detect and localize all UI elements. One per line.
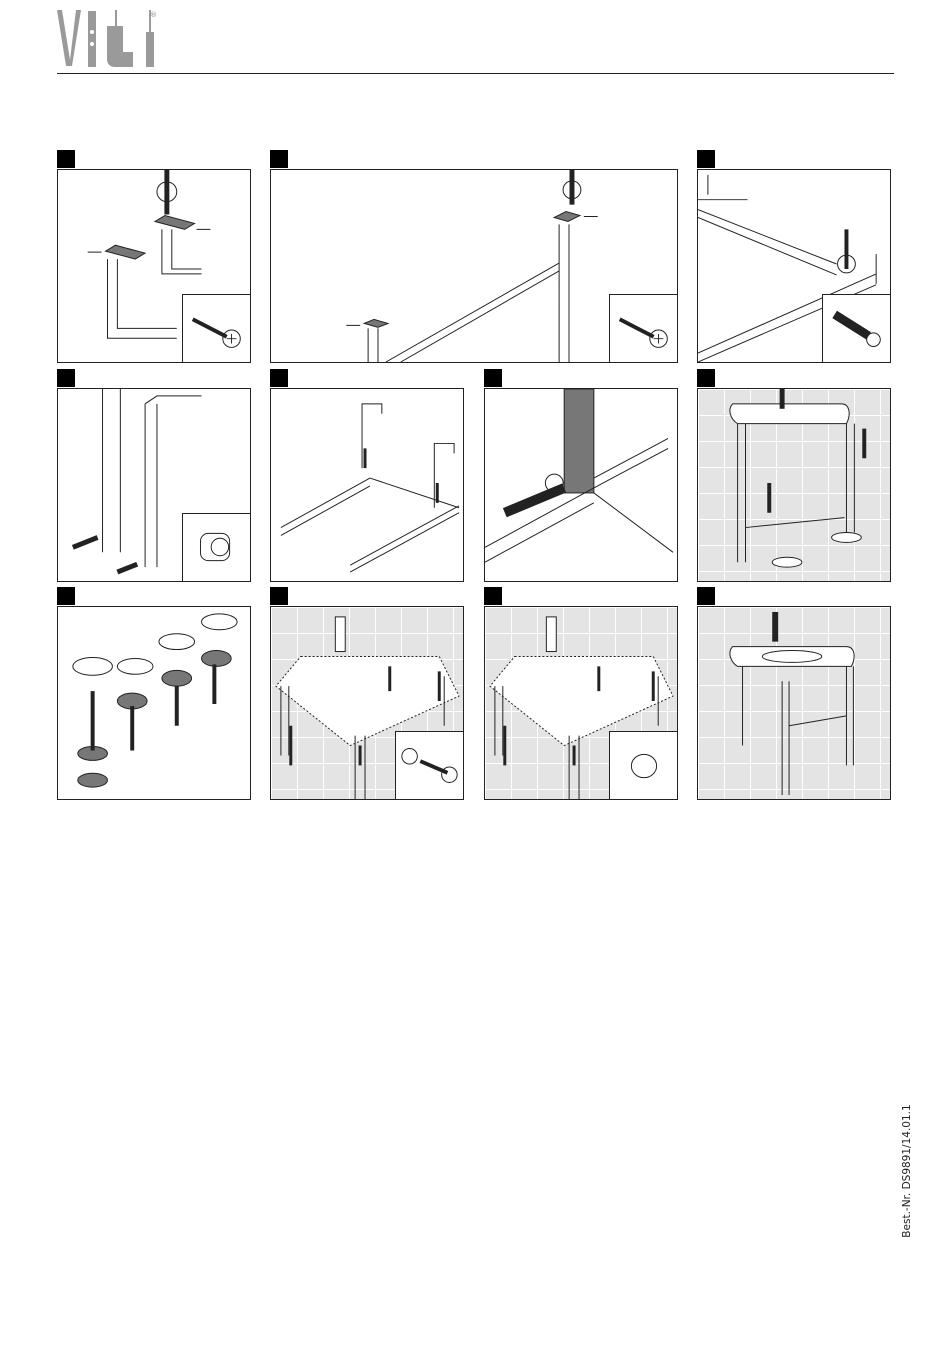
step-panel: [57, 388, 251, 582]
dowel-icon-inset: [822, 294, 890, 362]
step-panel: [484, 606, 678, 800]
step-marker: [57, 369, 75, 387]
frame-illustration: [346, 170, 598, 362]
frame-illustration: [87, 170, 211, 339]
step-marker: [697, 150, 715, 168]
step-panel: [270, 169, 678, 363]
header-divider: [57, 73, 894, 74]
step-marker: [270, 369, 288, 387]
finished-vanity-illustration: [729, 611, 855, 796]
step-panel: [697, 388, 891, 582]
step-marker: [697, 369, 715, 387]
basin-screw-illustration: [275, 616, 460, 799]
step-marker: [57, 587, 75, 605]
screw-icon-inset: [182, 294, 250, 362]
legs-illustration: [71, 389, 202, 575]
step-panel: [697, 169, 891, 363]
step-panel: [57, 169, 251, 363]
bracket-illustration: [280, 403, 460, 573]
step-marker: [57, 150, 75, 168]
connector-illustration: [485, 389, 674, 563]
step-panel: [270, 606, 464, 800]
screw-icon-inset: [609, 294, 677, 362]
step-marker: [484, 369, 502, 387]
nut-icon-inset: [182, 513, 250, 581]
step-marker: [484, 587, 502, 605]
step-marker: [697, 587, 715, 605]
step-panel: [57, 606, 251, 800]
screw-washer-icon-inset: [395, 731, 463, 799]
step-panel: [697, 606, 891, 800]
step-marker: [270, 587, 288, 605]
order-number: Best.-Nr. DS9891/14.01.1: [901, 1104, 913, 1238]
adjust-feet-illustration: [729, 389, 867, 568]
step-marker: [270, 150, 288, 168]
basin-cap-illustration: [489, 616, 674, 799]
step-panel: [270, 388, 464, 582]
registered-mark: ®: [150, 11, 157, 19]
step-panel: [484, 388, 678, 582]
parts-illustration: [72, 613, 238, 788]
frame-illustration: [698, 174, 877, 362]
cap-icon-inset: [609, 731, 677, 799]
tools-logo: [57, 10, 154, 67]
